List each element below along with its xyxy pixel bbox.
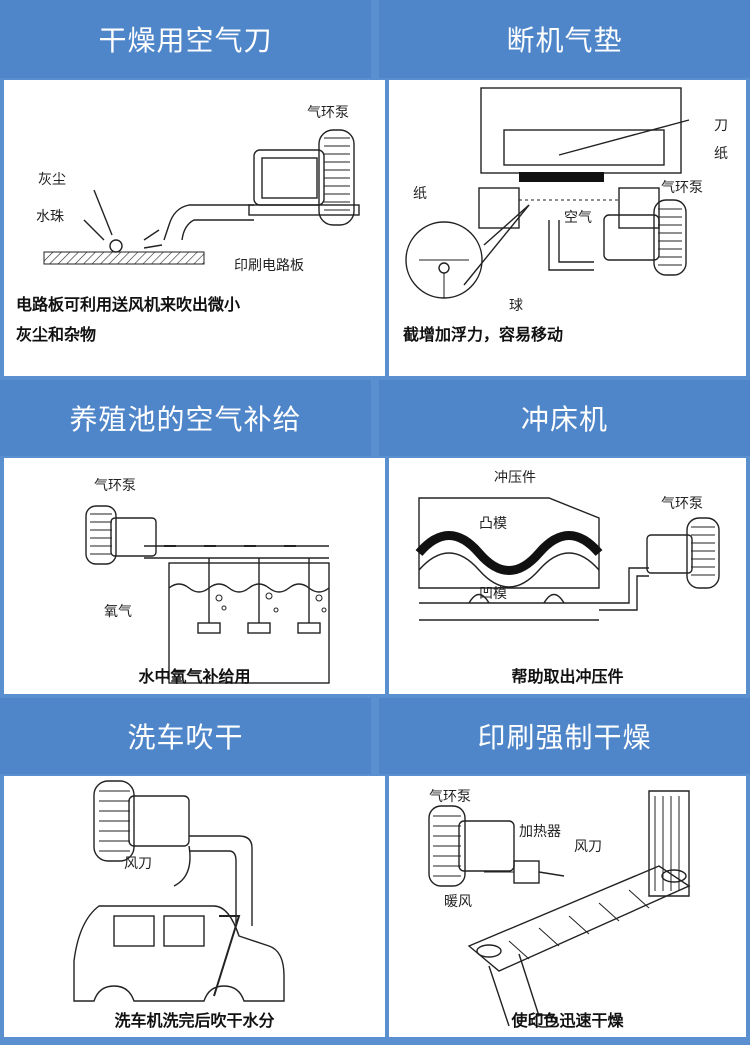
panel-car-wash: 风刀 洗车机洗完后吹干水分 <box>4 776 385 1037</box>
label-water: 水珠 <box>36 209 64 225</box>
ring-blower-pump-4 <box>646 517 720 589</box>
label-oxygen: 氧气 <box>104 604 132 620</box>
label-knife: 风刀 <box>124 856 152 872</box>
print-drying-diagram: 气环泵 加热器 风刀 暖风 <box>428 789 691 1028</box>
label-air: 空气 <box>564 210 592 226</box>
caption: 洗车机洗完后吹干水分 <box>114 1011 275 1030</box>
panel-aquaculture: 气环泵 氧气 水中氧气补给用 <box>4 458 385 694</box>
panel-title-punch-press: 冲床机 <box>379 380 750 456</box>
caption-line-2: 灰尘和杂物 <box>16 325 97 344</box>
ring-blower-pump-5 <box>93 780 190 862</box>
punch-press-diagram: 冲压件 凸模 气环泵 凹模 <box>415 470 720 621</box>
panel-title-aquaculture: 养殖池的空气补给 <box>0 380 371 456</box>
caption: 使印色迅速干燥 <box>511 1011 624 1030</box>
caption: 水中氧气补给用 <box>138 667 251 686</box>
ring-blower-pump-3 <box>85 505 157 565</box>
label-knife: 风刀 <box>574 839 602 855</box>
panel-air-cushion: 刀 纸 气环泵 纸 空气 球 截增加浮力，容易移动 <box>389 80 746 376</box>
aquaculture-diagram: 气环泵 氧气 <box>85 478 330 684</box>
panel-print-drying: 气环泵 加热器 风刀 暖风 使印色迅速干燥 <box>389 776 746 1037</box>
panel-title-air-knife: 干燥用空气刀 <box>0 0 371 78</box>
ring-blower-pump <box>248 129 360 226</box>
label-paper: 纸 <box>714 146 728 162</box>
label-pump: 气环泵 <box>429 789 471 805</box>
label-stamp: 冲压件 <box>494 470 536 486</box>
label-pump: 气环泵 <box>94 478 136 494</box>
panel-title-air-cushion: 断机气垫 <box>379 0 750 78</box>
label-pump: 气环泵 <box>307 105 349 121</box>
label-heater: 加热器 <box>519 824 561 840</box>
label-convex: 凸模 <box>479 516 507 532</box>
panel-title-car-wash: 洗车吹干 <box>0 698 371 774</box>
ring-blower-pump-2 <box>603 199 687 276</box>
panel-air-knife: 灰尘 水珠 气环泵 印刷电路板 电路板可利用送风机来吹出微小 灰尘和杂物 <box>4 80 385 376</box>
air-cushion-diagram: 刀 纸 气环泵 纸 空气 球 <box>405 87 728 314</box>
panel-title-print-drying: 印刷强制干燥 <box>379 698 750 774</box>
car-wash-diagram: 风刀 <box>73 780 285 1002</box>
label-dust: 灰尘 <box>38 172 66 188</box>
label-warm: 暖风 <box>444 894 472 910</box>
label-paper-2: 纸 <box>413 186 427 202</box>
label-pump: 气环泵 <box>661 180 703 196</box>
label-pump: 气环泵 <box>661 496 703 512</box>
label-concave: 凹模 <box>479 586 507 602</box>
panel-punch-press: 冲压件 凸模 气环泵 凹模 帮助取出冲压件 <box>389 458 746 694</box>
caption-line-1: 电路板可利用送风机来吹出微小 <box>16 295 241 314</box>
caption: 帮助取出冲压件 <box>511 667 624 686</box>
label-pcb: 印刷电路板 <box>234 258 304 274</box>
air-knife-diagram: 灰尘 水珠 气环泵 印刷电路板 <box>36 105 360 274</box>
ring-blower-pump-6 <box>428 805 515 887</box>
label-knife: 刀 <box>714 118 728 134</box>
label-ball: 球 <box>509 298 523 314</box>
caption: 截增加浮力，容易移动 <box>403 325 564 344</box>
